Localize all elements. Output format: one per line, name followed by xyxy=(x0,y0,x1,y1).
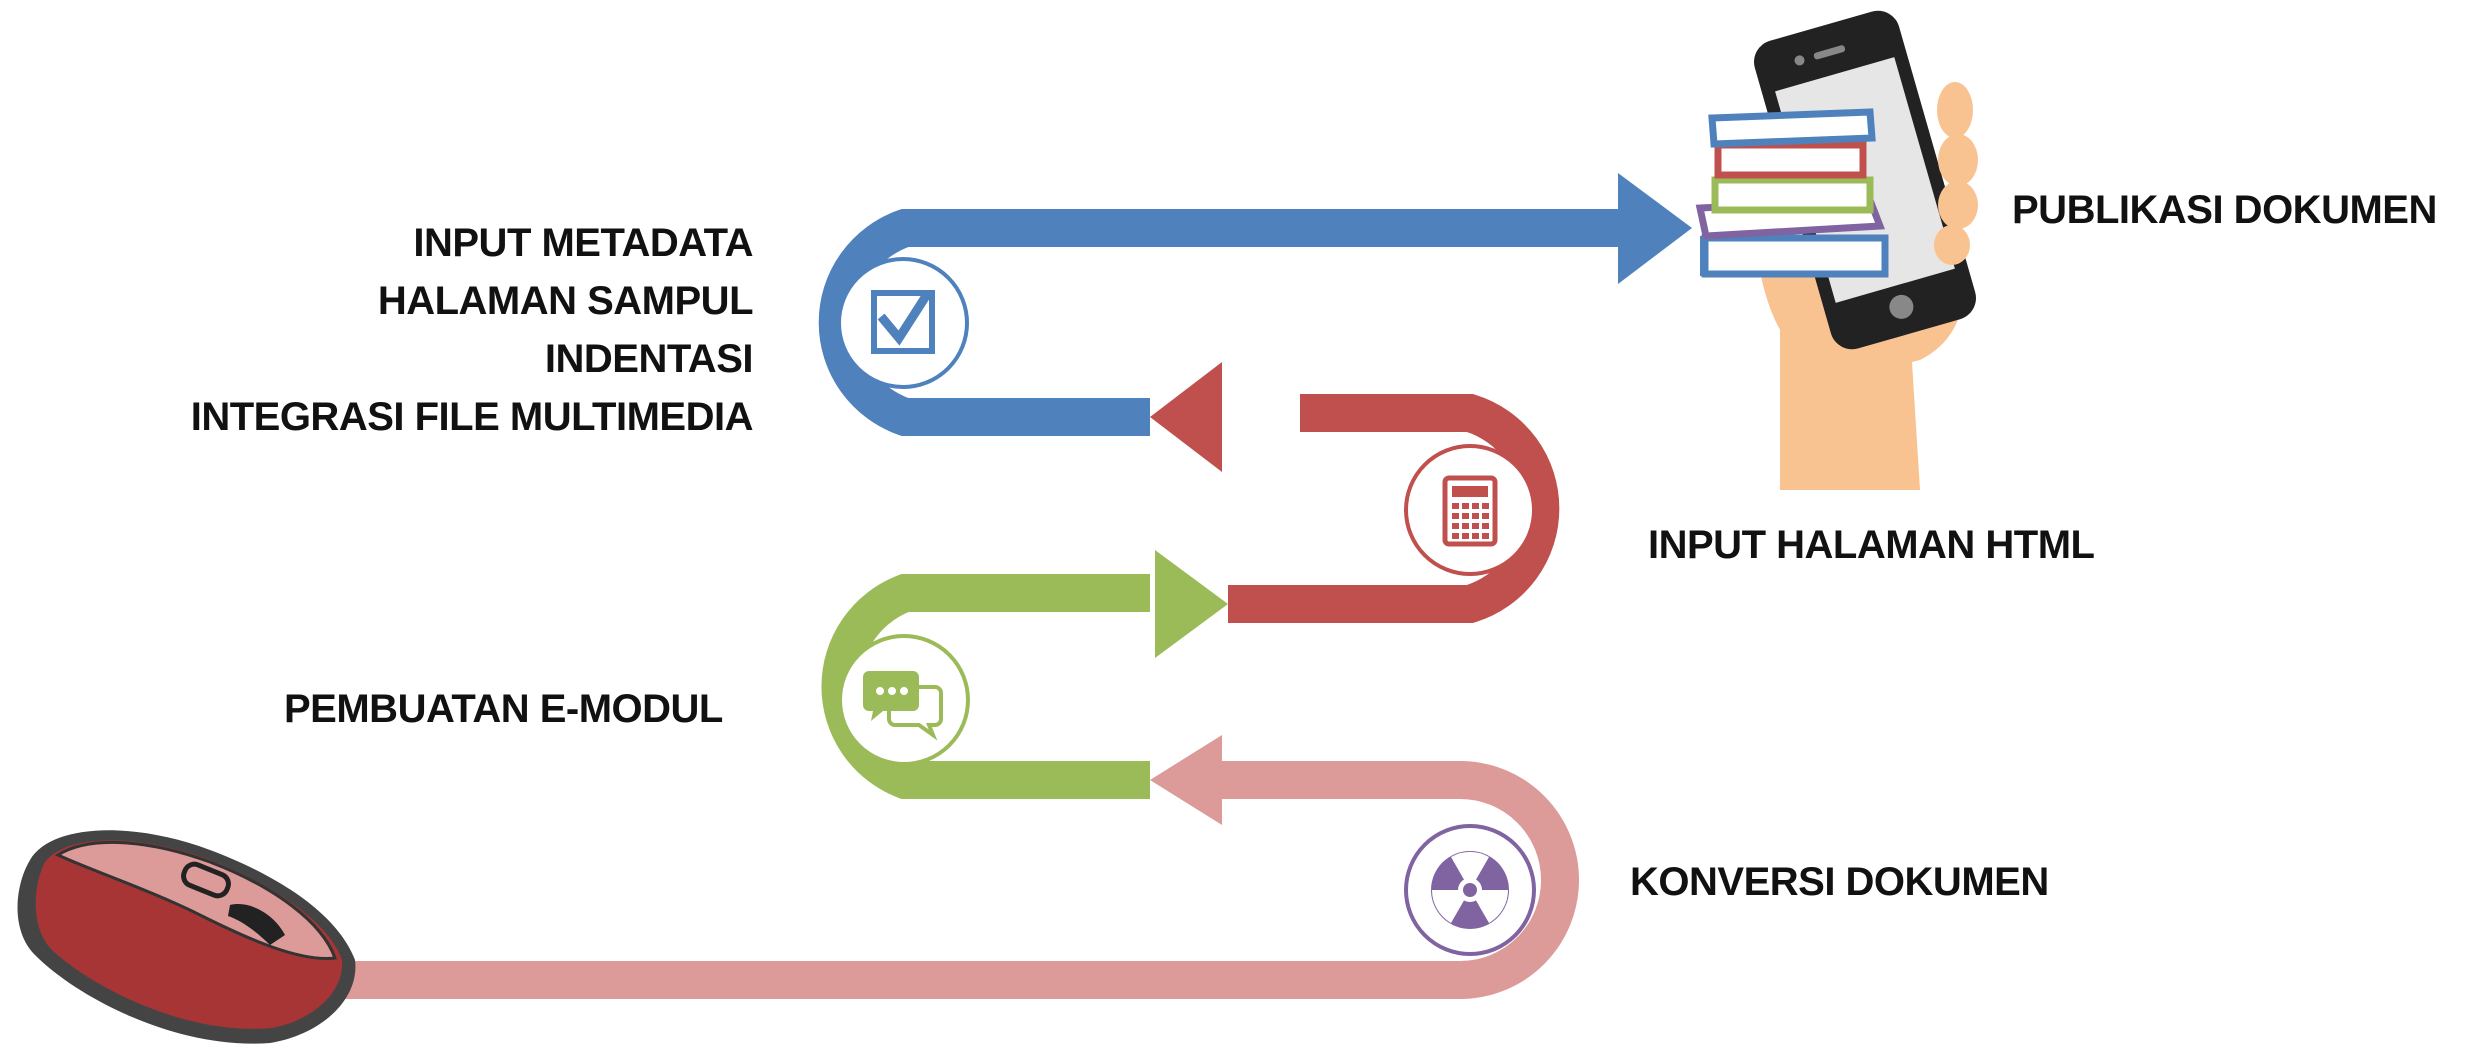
phone-with-books-icon xyxy=(1695,10,1978,490)
step-konversi-label: KONVERSI DOKUMEN xyxy=(1630,860,2049,904)
calculator-icon xyxy=(1404,444,1536,576)
arrow-head-konversi xyxy=(1150,735,1222,825)
arrow-head-html xyxy=(1150,362,1222,472)
arrow-head-emodul xyxy=(1155,550,1228,658)
step-publikasi-label: PUBLIKASI DOKUMEN xyxy=(2012,188,2437,232)
step-html-label: INPUT HALAMAN HTML xyxy=(1648,523,2095,567)
metadata-line-2: HALAMAN SAMPUL xyxy=(377,279,754,323)
arrow-head-publikasi xyxy=(1618,173,1692,284)
metadata-line-3: INDENTASI xyxy=(544,337,754,381)
step-emodul-label: PEMBUATAN E-MODUL xyxy=(284,687,723,731)
radiation-icon xyxy=(1404,824,1536,956)
track-html xyxy=(1150,362,1560,623)
checkbox-icon xyxy=(837,257,969,389)
track-konversi xyxy=(320,735,1579,999)
computer-mouse-icon xyxy=(17,830,356,1044)
books-stack xyxy=(1695,108,1889,278)
chat-bubbles-icon xyxy=(838,634,970,766)
track-metadata xyxy=(818,173,1692,436)
metadata-line-1: INPUT METADATA xyxy=(413,221,753,265)
metadata-line-4: INTEGRASI FILE MULTIMEDIA xyxy=(190,395,754,439)
step-metadata-labels: INPUT METADATA HALAMAN SAMPUL INDENTASI … xyxy=(190,214,754,446)
